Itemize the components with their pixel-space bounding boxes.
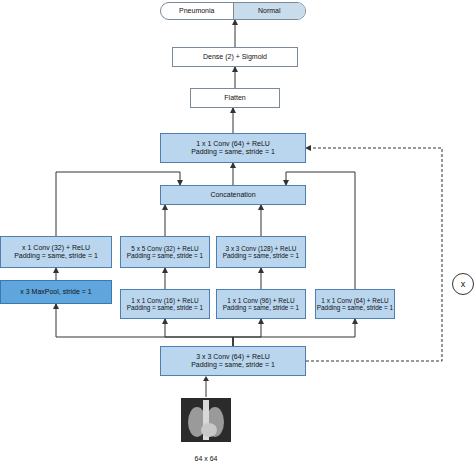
conv-box: 5 x 5 Conv (32) + ReLUPadding = same, st… [120, 236, 210, 268]
flow-arrow [235, 20, 236, 47]
flatten-box: Flatten [190, 88, 280, 108]
size-label: 64 x 64 [176, 455, 236, 462]
node-title: x [461, 279, 466, 289]
repeat-circle: x [452, 273, 474, 295]
conv-box: 1 x 1 Conv (16) + ReLUPadding = same, st… [120, 289, 210, 319]
conv-box: 1 x 1 Conv (96) + ReLUPadding = same, st… [216, 289, 306, 319]
node-title: 5 x 5 Conv (32) + ReLU [131, 245, 198, 252]
conv-box: x 1 Conv (32) + ReLUPadding = same, stri… [0, 236, 112, 268]
node-title: x 1 Conv (32) + ReLU [22, 244, 90, 252]
conv-box: 1 x 1 Conv (64) + ReLUPadding = same, st… [315, 289, 395, 319]
node-title: Flatten [224, 94, 245, 102]
concat-box: Concatenation [160, 185, 306, 205]
conv-box: 3 x 3 Conv (128) + ReLUPadding = same, s… [216, 236, 306, 268]
node-title: Pneumonia [161, 3, 233, 19]
xray-image [181, 398, 231, 442]
output-classes: PneumoniaNormal [160, 2, 306, 20]
skip-connection [306, 148, 442, 361]
node-title: x 3 MaxPool, stride = 1 [20, 288, 91, 296]
flow-arrow [165, 205, 166, 236]
flow-arrow [235, 67, 236, 88]
node-subtitle: Padding = same, stride = 1 [127, 304, 203, 311]
node-subtitle: Padding = same, stride = 1 [223, 304, 299, 311]
conv-box: 1 x 1 Conv (64) + ReLUPadding = same, st… [160, 133, 306, 163]
node-title: 1 x 1 Conv (64) + ReLU [196, 140, 270, 148]
node-subtitle: Normal [233, 3, 306, 19]
flow-arrow [233, 319, 355, 346]
maxpool-box: x 3 MaxPool, stride = 1 [0, 280, 112, 304]
node-subtitle: Padding = same, stride = 1 [317, 304, 393, 311]
node-subtitle: Padding = same, stride = 1 [14, 252, 98, 260]
node-subtitle: Padding = same, stride = 1 [223, 252, 299, 259]
flow-arrow [56, 268, 57, 280]
flow-arrow [261, 205, 262, 236]
dense-box: Dense (2) + Sigmoid [172, 47, 298, 67]
node-title: 1 x 1 Conv (64) + ReLU [321, 297, 388, 304]
flow-arrow [261, 268, 262, 289]
node-title: 1 x 1 Conv (16) + ReLU [131, 297, 198, 304]
node-subtitle: Padding = same, stride = 1 [191, 148, 275, 156]
node-title: Dense (2) + Sigmoid [203, 53, 267, 61]
flow-arrow [233, 108, 234, 133]
node-title: 1 x 1 Conv (96) + ReLU [227, 297, 294, 304]
conv-box: 3 x 3 Conv (64) + ReLUPadding = same, st… [160, 346, 306, 376]
node-subtitle: Padding = same, stride = 1 [127, 252, 203, 259]
input-arrow [206, 380, 207, 397]
node-subtitle: Padding = same, stride = 1 [191, 361, 275, 369]
node-title: 3 x 3 Conv (128) + ReLU [226, 245, 297, 252]
input-arrowhead [203, 376, 209, 381]
flow-arrow [233, 163, 234, 185]
node-title: Concatenation [210, 191, 255, 199]
flow-arrow [233, 319, 261, 346]
node-title: 3 x 3 Conv (64) + ReLU [196, 353, 270, 361]
flow-arrow [165, 268, 166, 289]
flow-arrow [165, 319, 233, 346]
